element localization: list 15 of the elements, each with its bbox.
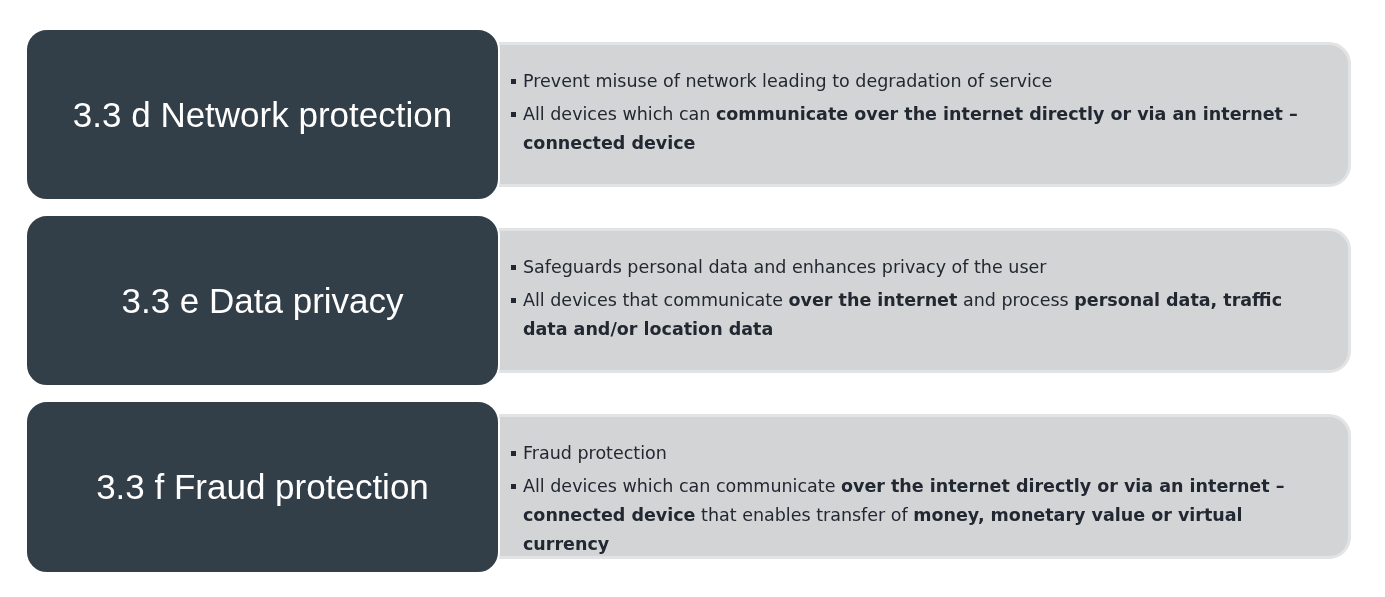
section-title: 3.3 f Fraud protection	[96, 467, 429, 507]
bullet-text: Safeguards personal data and enhances privacy of the user	[523, 257, 1047, 277]
bullet-text: Prevent misuse of network leading to degradation of service	[523, 71, 1053, 91]
section-title: 3.3 d Network protection	[72, 94, 453, 135]
description-panel	[496, 42, 1351, 187]
section-title: 3.3 e Data privacy	[121, 280, 404, 321]
description-panel	[496, 414, 1351, 559]
title-box	[25, 214, 500, 387]
bullet-text: Fraud protection	[523, 443, 667, 463]
title-box	[25, 28, 500, 201]
bullet-text: All devices which can communicate over the internet directly or via an internet – connected device	[523, 104, 1298, 153]
title-box	[25, 400, 500, 574]
description-panel	[496, 228, 1351, 373]
bullet-text: All devices that communicate over the internet and process personal data, traffic data and/or location data	[523, 290, 1282, 339]
bullet-text: All devices which can communicate over the internet directly or via an internet – connected device that enables transfer of money, monetary value or virtual currency	[523, 476, 1285, 554]
